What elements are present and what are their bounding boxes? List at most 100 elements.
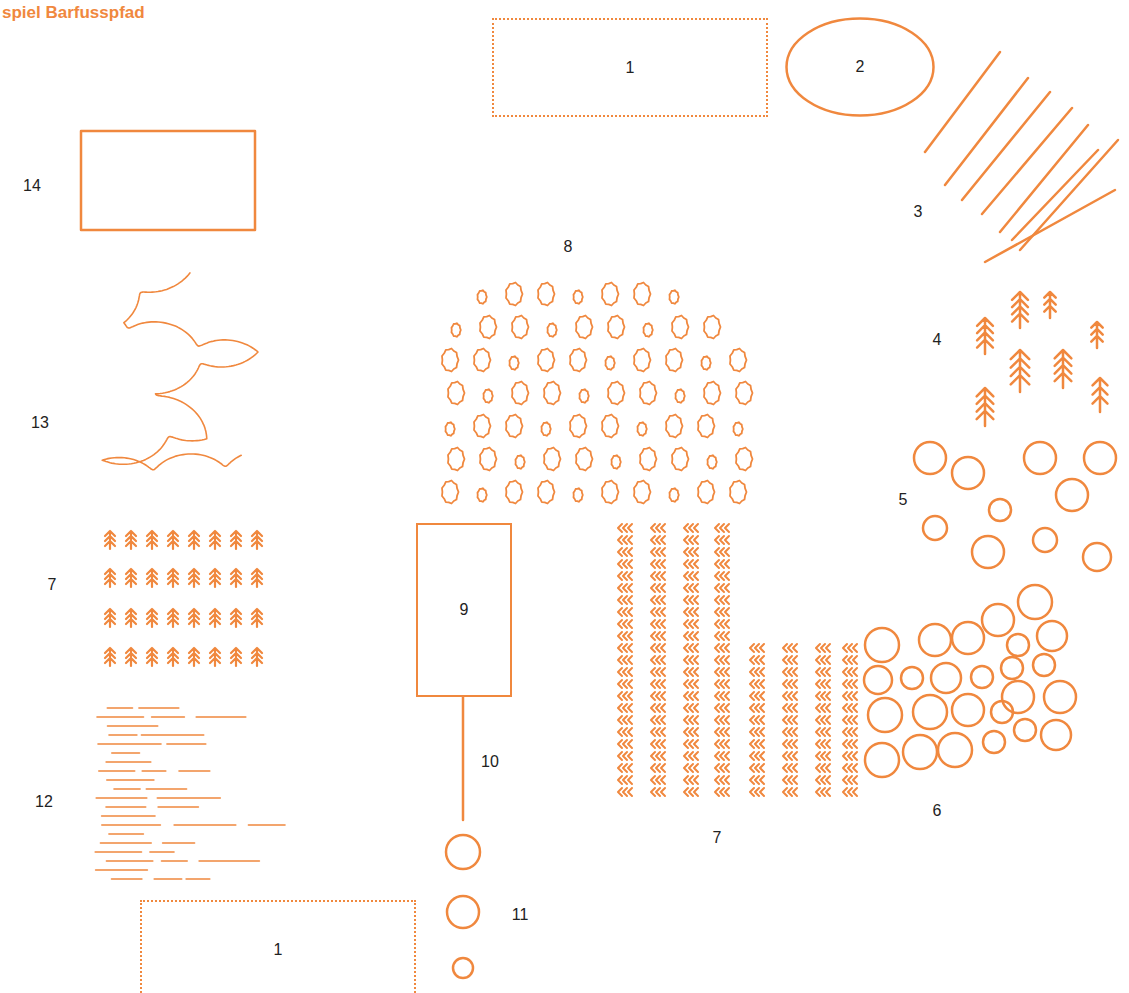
chevron-mark (750, 788, 764, 796)
dash (109, 833, 143, 835)
stone (704, 316, 721, 339)
chevron-mark (715, 560, 729, 568)
round-stone (919, 624, 951, 656)
stone (442, 481, 459, 504)
chevron-mark (618, 548, 632, 556)
chevron-mark (618, 524, 632, 532)
round-stone (1037, 621, 1067, 651)
small-fir (210, 531, 220, 549)
fir-tree (1012, 292, 1028, 328)
small-fir (105, 531, 115, 549)
callout-number-holder: 11 (512, 906, 529, 924)
chevron-mark (750, 752, 764, 760)
stripe (1012, 150, 1098, 240)
stone (570, 349, 587, 372)
dash (196, 716, 246, 718)
chevron-mark (684, 536, 698, 544)
chevron-mark (715, 596, 729, 604)
dash (162, 860, 188, 862)
chevron-mark (651, 740, 665, 748)
chevron-mark (750, 740, 764, 748)
chevron-mark (651, 752, 665, 760)
station-14-box (81, 131, 255, 230)
chevron-mark (750, 776, 764, 784)
small-fir (210, 609, 220, 627)
callout-number-holder: 12 (35, 793, 53, 811)
dash (96, 869, 148, 871)
chevron-mark (684, 548, 698, 556)
chevron-mark (651, 668, 665, 676)
dash (154, 878, 182, 880)
chevron-mark (816, 740, 830, 748)
dash (112, 878, 142, 880)
dash (179, 770, 210, 772)
dash (146, 788, 186, 790)
round-stone (1007, 634, 1029, 656)
page-title: spiel Barfusspfad (2, 3, 145, 23)
stone (708, 455, 717, 469)
chevron-mark (651, 620, 665, 628)
small-fir (147, 531, 157, 549)
chevron-mark (843, 680, 857, 688)
callout-number-holder: 14 (23, 177, 41, 195)
chevron-mark (651, 704, 665, 712)
chevron-mark (750, 668, 764, 676)
round-stone (1084, 442, 1116, 474)
stone (484, 389, 493, 403)
small-fir (168, 531, 178, 549)
chevron-mark (715, 728, 729, 736)
callout-number: 4 (933, 331, 942, 348)
callout-number: 6 (933, 802, 942, 819)
stone (736, 448, 753, 471)
stripe (925, 52, 1000, 152)
stone (506, 283, 523, 306)
chevron-mark (750, 764, 764, 772)
dash (96, 797, 147, 799)
dash (107, 707, 132, 709)
stone (666, 415, 683, 438)
chevron-mark (715, 776, 729, 784)
dash (163, 842, 195, 844)
stone (640, 382, 657, 405)
stripe (1000, 125, 1088, 232)
round-stone (982, 604, 1014, 636)
stone (602, 283, 619, 306)
fir-tree (1055, 350, 1072, 388)
round-stone (1033, 528, 1057, 552)
station-7-pattern (105, 531, 262, 666)
round-stone (1001, 657, 1023, 679)
stripe (962, 92, 1050, 200)
chevron-mark (651, 548, 665, 556)
chevron-mark (715, 548, 729, 556)
chevron-mark (715, 608, 729, 616)
stone (474, 349, 491, 372)
stone (506, 481, 523, 504)
stone (676, 389, 685, 403)
round-stone (952, 694, 984, 726)
stone (448, 448, 465, 471)
chevron-mark (783, 692, 797, 700)
chevron-mark (651, 728, 665, 736)
chevron-mark (816, 764, 830, 772)
small-fir (105, 569, 115, 587)
small-fir (210, 569, 220, 587)
round-stone (952, 622, 984, 654)
stone (474, 415, 491, 438)
chevron-mark (684, 668, 698, 676)
chevron-mark (843, 752, 857, 760)
stone (634, 349, 651, 372)
chevron-mark (651, 788, 665, 796)
chevron-mark (651, 764, 665, 772)
round-stone (868, 698, 902, 732)
dash (109, 734, 137, 736)
small-fir (147, 569, 157, 587)
chevron-mark (783, 704, 797, 712)
small-fir (231, 531, 241, 549)
chevron-mark (618, 620, 632, 628)
title-text: spiel Barfusspfad (2, 3, 145, 22)
stone (580, 389, 589, 403)
chevron-mark (684, 596, 698, 604)
callout-number: 12 (35, 793, 53, 810)
chevron-mark (684, 656, 698, 664)
callout-number-holder: 3 (914, 203, 923, 221)
